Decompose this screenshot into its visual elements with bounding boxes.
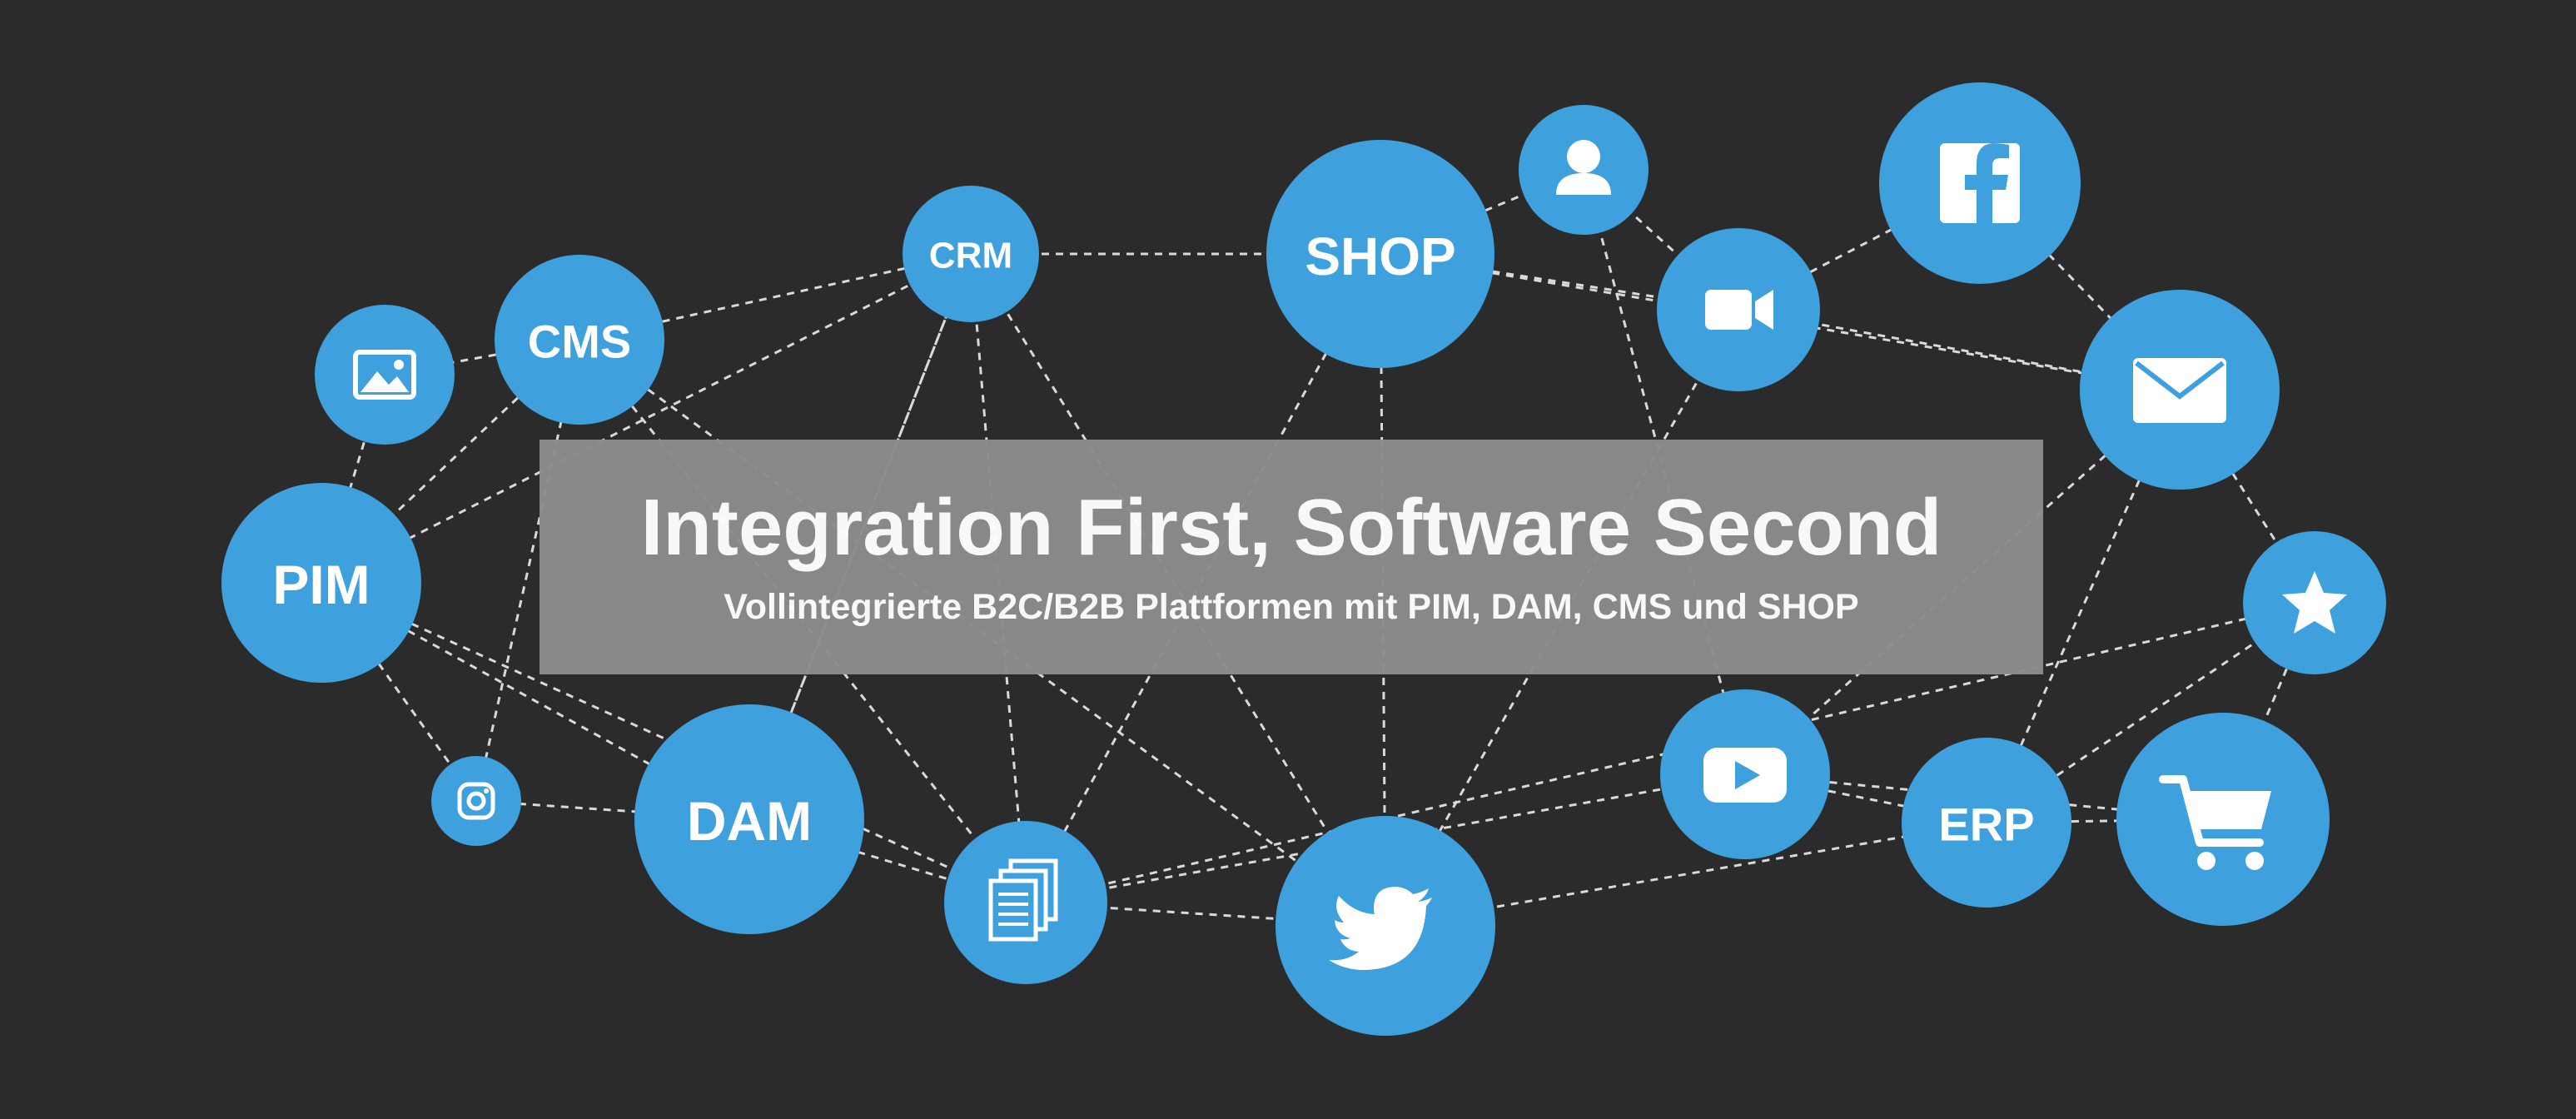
documents-icon [988,858,1058,942]
headline-banner: Integration First, Software Second Volli… [540,440,2043,674]
node-cart [2116,713,2330,926]
edge-documents-youtube [1025,773,1746,904]
node-crm-label: CRM [929,236,1012,276]
node-pim: PIM [221,483,421,683]
node-erp-label: ERP [1938,798,2034,851]
facebook-icon [1940,143,2020,223]
edge-crm-twitter [969,253,1387,927]
user-icon [1556,140,1611,195]
banner-title: Integration First, Software Second [640,483,1942,572]
edge-cart-star [2221,602,2316,820]
node-user [1519,105,1649,235]
node-youtube [1660,689,1830,859]
node-erp: ERP [1902,738,2071,908]
node-video [1657,228,1820,391]
star-icon [2282,571,2347,634]
edge-cms-crm [579,252,972,341]
node-shop-label: SHOP [1305,226,1455,286]
edge-pim-dam [321,581,750,821]
node-facebook [1879,82,2081,284]
instagram-icon [457,782,495,820]
edge-erp-cart [1986,818,2224,824]
node-crm: CRM [903,186,1039,322]
node-twitter [1276,816,1495,1036]
node-cms: CMS [495,255,664,425]
image-icon [353,350,416,400]
video-camera-icon [1705,290,1773,330]
twitter-icon [1329,887,1432,970]
node-pim-label: PIM [272,554,370,615]
node-cms-label: CMS [528,316,631,368]
youtube-icon [1703,748,1787,803]
banner-subtitle: Vollintegrierte B2C/B2B Plattformen mit … [724,587,1859,627]
node-mail [2080,290,2280,490]
mail-icon [2133,358,2226,423]
shopping-cart-icon [2159,775,2271,870]
node-instagram [431,756,521,846]
edge-crm-documents [969,253,1027,903]
node-dam-label: DAM [687,790,812,852]
node-dam: DAM [634,704,864,934]
node-star [2243,531,2386,674]
node-documents [944,821,1107,984]
node-shop: SHOP [1266,140,1494,368]
node-image [315,305,455,445]
